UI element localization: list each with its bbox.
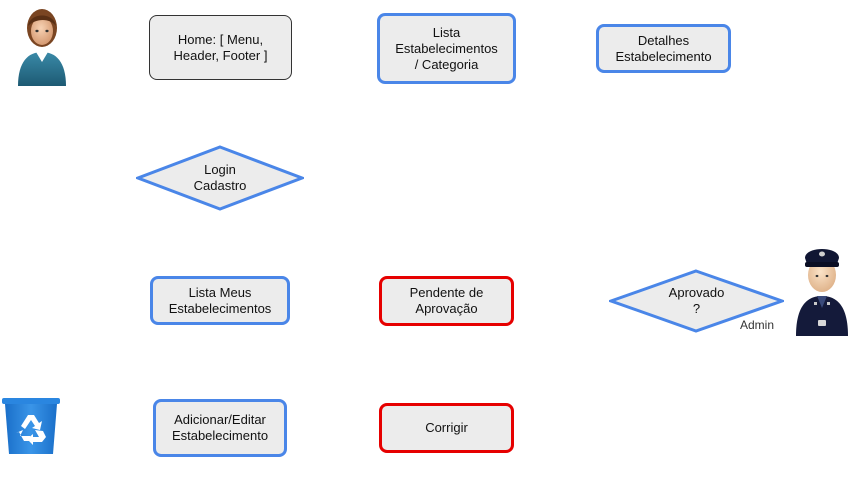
pendente-aprovacao-node: Pendente de Aprovação	[379, 276, 514, 326]
login-cadastro-label: Login Cadastro	[193, 162, 247, 193]
lista-meus-estabelecimentos-node: Lista Meus Estabelecimentos	[150, 276, 290, 325]
police-officer-icon	[793, 240, 851, 336]
corrigir-node: Corrigir	[379, 403, 514, 453]
lista-estabelecimentos-node: Lista Estabelecimentos / Categoria	[377, 13, 516, 84]
recycle-bin-icon	[0, 396, 62, 456]
user-icon	[14, 4, 70, 86]
aprovado-decision: Aprovado ?	[609, 269, 784, 333]
admin-label: Admin	[740, 318, 775, 332]
adicionar-editar-estabelecimento-node: Adicionar/Editar Estabelecimento	[153, 399, 287, 457]
home-node: Home: [ Menu, Header, Footer ]	[149, 15, 292, 80]
login-cadastro-decision: Login Cadastro	[136, 145, 304, 211]
detalhes-estabelecimento-node: Detalhes Estabelecimento	[596, 24, 731, 73]
aprovado-label: Aprovado ?	[668, 285, 725, 316]
